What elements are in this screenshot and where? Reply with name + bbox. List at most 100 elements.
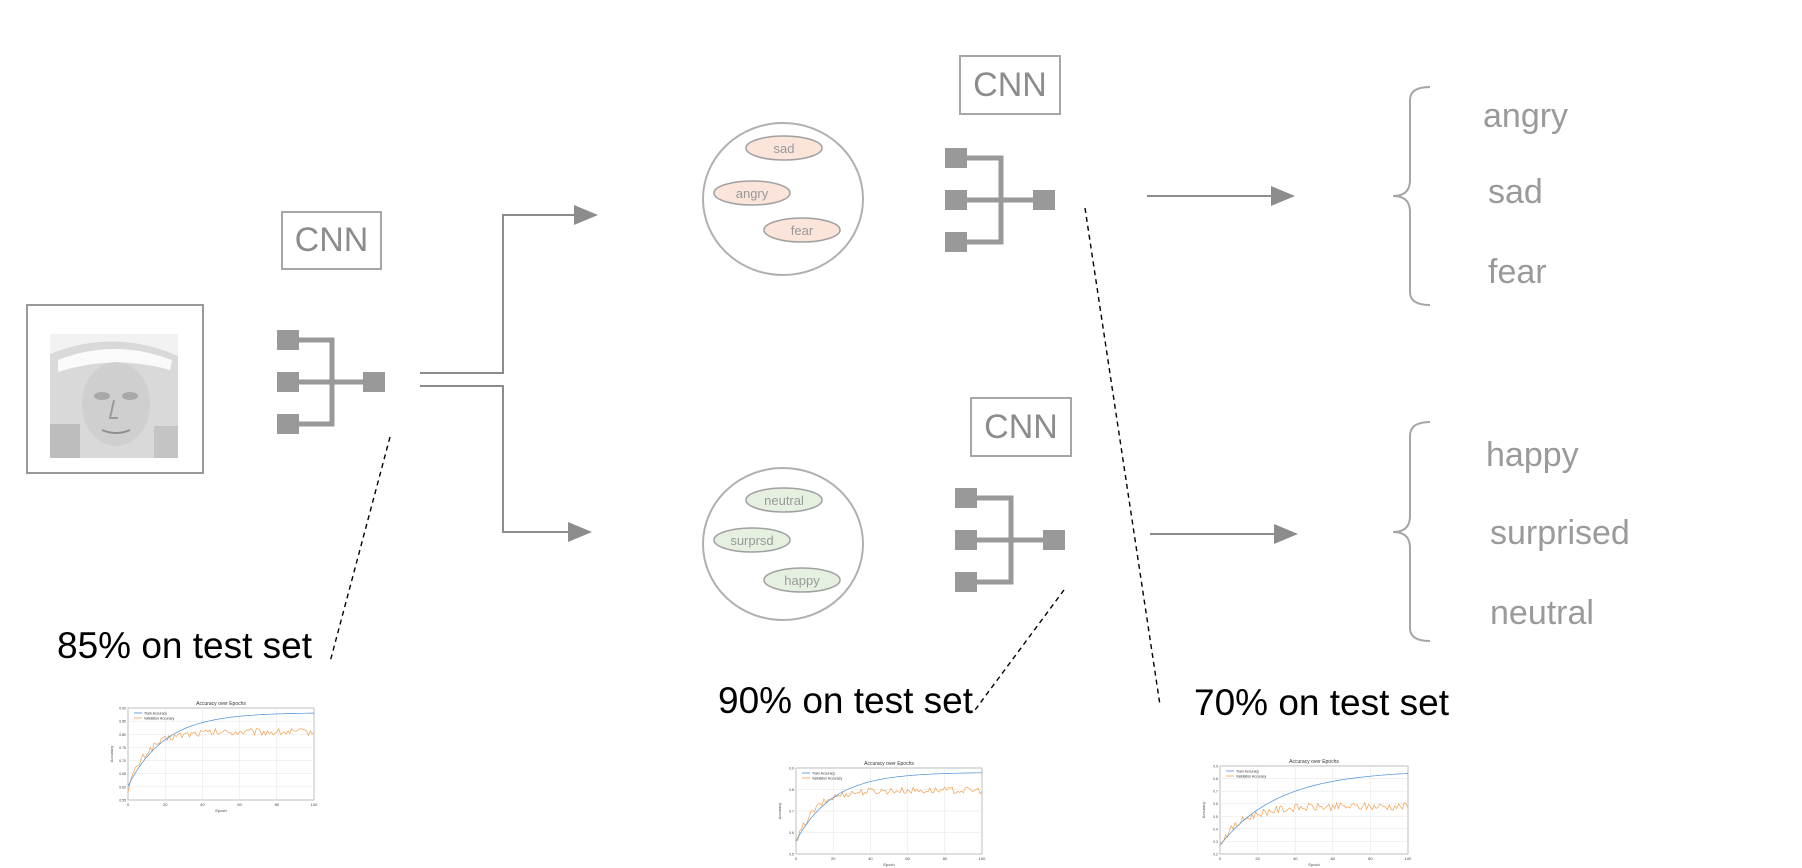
validation-accuracy-line <box>795 786 983 842</box>
emotion-text-surprsd: surprsd <box>730 533 773 548</box>
x-axis-label: Epoch <box>883 862 894 867</box>
emotion-ellipse-angry <box>713 180 791 206</box>
emotion-ellipse-fear <box>763 217 841 243</box>
x-tick-label: 0 <box>795 856 798 861</box>
plot-frame <box>1219 765 1409 855</box>
y-tick-label: 0.85 <box>119 720 126 724</box>
y-tick-label: 0.5 <box>1213 815 1218 819</box>
x-tick-label: 80 <box>943 856 948 861</box>
accuracy-negative: 70% on test set <box>1194 682 1450 723</box>
legend-train: Train Accuracy <box>1236 769 1259 773</box>
dashed-link-pos <box>974 589 1065 711</box>
output-label-fear: fear <box>1488 253 1547 291</box>
x-tick-label: 60 <box>1331 856 1336 861</box>
plot-title: Accuracy over Epochs <box>1289 759 1339 765</box>
face-image <box>50 334 178 458</box>
x-tick-label: 0 <box>1219 856 1222 861</box>
dashed-link-stage1 <box>329 436 391 663</box>
x-tick-label: 100 <box>1405 856 1412 861</box>
emotion-ellipse-neutral <box>745 487 823 513</box>
legend-validation: Validation Accuracy <box>1236 774 1267 778</box>
legend-validation: Validation Accuracy <box>812 776 843 780</box>
emotion-text-fear: fear <box>791 223 814 238</box>
x-tick-label: 40 <box>868 856 873 861</box>
x-tick-label: 40 <box>1293 856 1298 861</box>
y-tick-label: 0.60 <box>119 785 126 789</box>
emotion-text-sad: sad <box>774 141 795 156</box>
negative-emotion-group: sad angry fear <box>702 122 864 276</box>
x-tick-label: 60 <box>905 856 910 861</box>
plot-title: Accuracy over Epochs <box>864 761 914 767</box>
network-icon <box>955 488 1065 592</box>
x-axis-label: Epoch <box>215 808 226 813</box>
y-tick-label: 0.7 <box>1213 790 1218 794</box>
y-tick-label: 0.80 <box>119 733 126 737</box>
y-tick-label: 0.9 <box>1213 765 1218 769</box>
y-tick-label: 0.7 <box>789 810 794 814</box>
dashed-link-neg <box>1084 207 1161 706</box>
x-tick-label: 100 <box>979 856 986 861</box>
emotion-ellipse-happy <box>763 567 841 593</box>
plot-title: Accuracy over Epochs <box>196 701 246 707</box>
branch-down-arrow <box>420 385 592 542</box>
accuracy-stage1: 85% on test set <box>57 625 313 666</box>
cnn-label-positive: CNN <box>970 397 1072 457</box>
emotion-text-happy: happy <box>784 573 820 588</box>
x-tick-label: 40 <box>200 802 205 807</box>
train-accuracy-line <box>127 712 314 787</box>
y-axis-label: Accuracy <box>109 746 114 762</box>
output-label-sad: sad <box>1488 173 1543 211</box>
legend-train: Train Accuracy <box>144 711 167 715</box>
y-tick-label: 0.4 <box>1213 827 1218 831</box>
positive-emotion-group: neutral surprsd happy <box>702 467 864 621</box>
x-tick-label: 20 <box>1255 856 1260 861</box>
y-tick-label: 0.9 <box>789 767 794 771</box>
x-tick-label: 0 <box>127 802 130 807</box>
output-label-happy: happy <box>1486 436 1579 474</box>
input-face-frame <box>26 304 204 474</box>
validation-accuracy-line <box>1219 801 1409 845</box>
x-tick-label: 80 <box>275 802 280 807</box>
y-axis-label: Accuracy <box>777 803 782 819</box>
y-tick-label: 0.5 <box>789 853 794 857</box>
x-tick-label: 80 <box>1368 856 1373 861</box>
accuracy-plot-negative: Accuracy over Epochs 0 20 40 60 80 100 0.9 0.8 0.… <box>1201 759 1412 867</box>
x-tick-label: 60 <box>237 802 242 807</box>
x-tick-label: 20 <box>163 802 168 807</box>
cnn-label-stage1: CNN <box>281 211 382 270</box>
output-label-surprised: surprised <box>1490 514 1630 552</box>
brace-positive <box>1392 421 1431 642</box>
y-tick-label: 0.65 <box>119 772 126 776</box>
cnn-label-negative: CNN <box>959 55 1061 115</box>
accuracy-plot-stage1: Accuracy over Epochs 0 20 40 60 80 100 0.90 0.85… <box>109 701 318 813</box>
train-accuracy-line <box>795 772 982 842</box>
y-tick-label: 0.90 <box>119 707 126 711</box>
x-tick-label: 100 <box>311 802 318 807</box>
brace-negative <box>1392 86 1431 306</box>
output-label-neutral: neutral <box>1490 594 1594 632</box>
emotion-text-angry: angry <box>736 186 769 201</box>
legend-validation: Validation Accuracy <box>144 716 175 720</box>
emotion-ellipse-surprsd <box>713 527 791 553</box>
network-icon <box>945 148 1055 252</box>
output-label-angry: angry <box>1483 97 1569 135</box>
y-tick-label: 0.2 <box>1213 853 1218 857</box>
y-tick-label: 0.75 <box>119 746 126 750</box>
plot-frame <box>127 707 315 801</box>
y-axis-label: Accuracy <box>1201 802 1206 818</box>
emotion-ellipse-sad <box>745 135 823 161</box>
y-tick-label: 0.8 <box>1213 777 1218 781</box>
y-tick-label: 0.6 <box>1213 802 1218 806</box>
x-tick-label: 20 <box>831 856 836 861</box>
y-tick-label: 0.6 <box>789 831 794 835</box>
x-axis-label: Epoch <box>1308 862 1319 867</box>
branch-up-arrow <box>420 205 598 374</box>
y-tick-label: 0.70 <box>119 759 126 763</box>
legend-train: Train Accuracy <box>812 771 835 775</box>
validation-accuracy-line <box>127 727 315 793</box>
accuracy-positive: 90% on test set <box>718 680 974 721</box>
y-tick-label: 0.3 <box>1213 840 1218 844</box>
train-accuracy-line <box>1219 773 1409 846</box>
